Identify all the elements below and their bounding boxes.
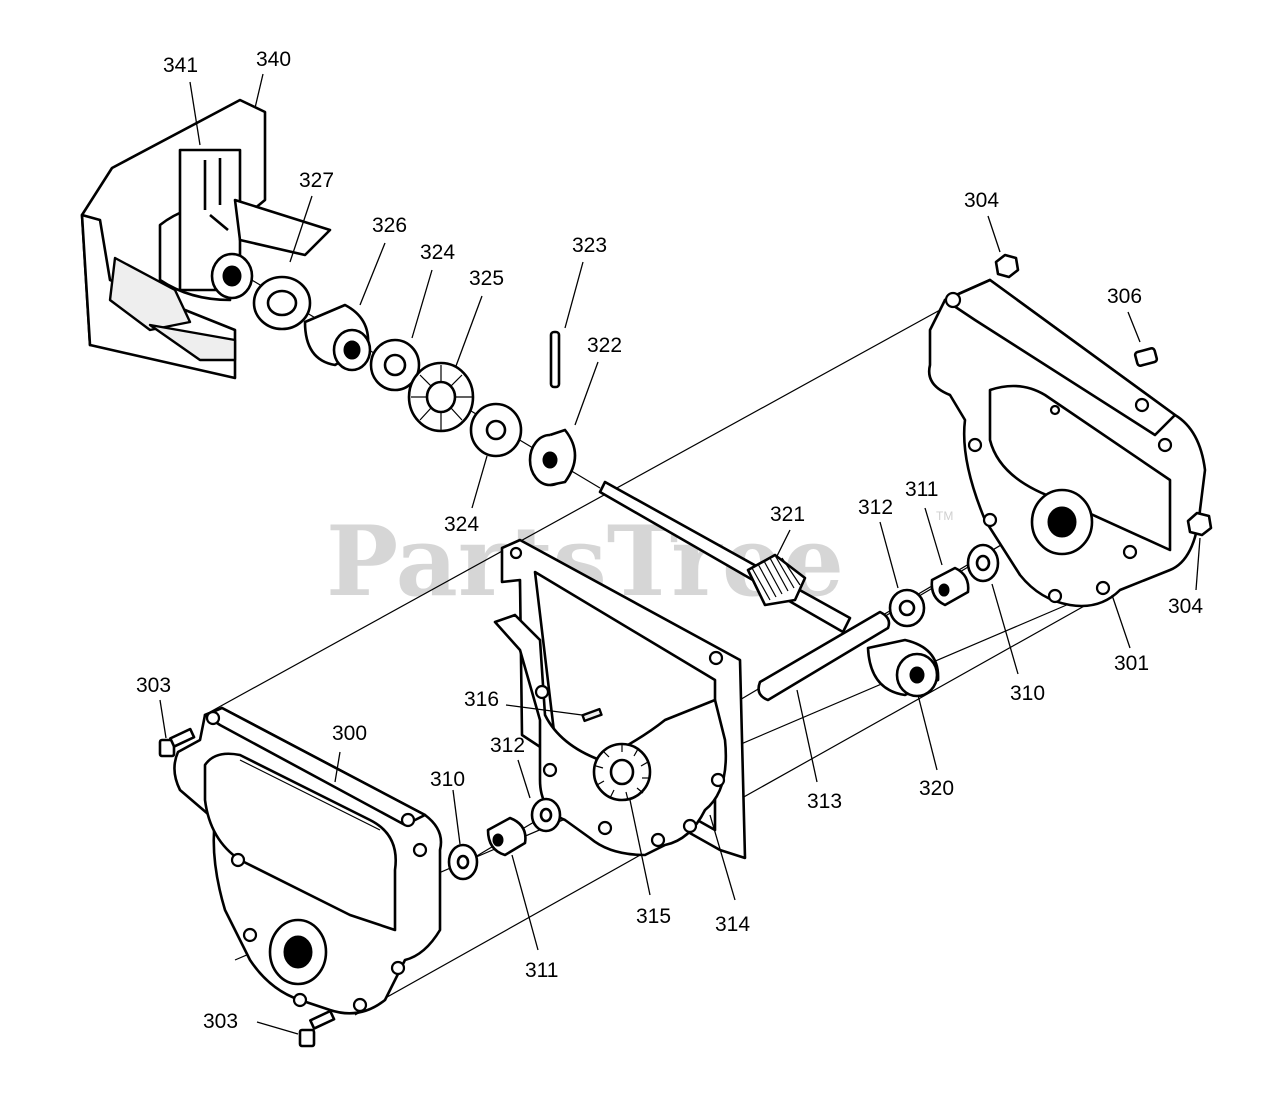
- leader-lines: [159, 73, 1201, 1035]
- callout-327: 327: [299, 169, 334, 192]
- key-316: [581, 707, 603, 723]
- callout-311-left: 311: [525, 959, 558, 982]
- bushing-311-right: [930, 566, 970, 607]
- gear-case-300: [173, 706, 443, 1015]
- bushing-320: [866, 638, 940, 698]
- callout-306: 306: [1107, 285, 1142, 308]
- callout-320: 320: [919, 777, 954, 800]
- callout-312-right: 312: [858, 496, 893, 519]
- callout-325: 325: [469, 267, 504, 290]
- washer-312-right: [888, 588, 926, 628]
- callout-311-right: 311: [905, 478, 938, 501]
- callout-310-right: 310: [1010, 682, 1045, 705]
- bushing-311-left: [486, 816, 527, 857]
- callout-321: 321: [770, 503, 805, 526]
- callout-314: 314: [715, 913, 750, 936]
- callout-303-lower: 303: [203, 1010, 238, 1033]
- callout-340: 340: [256, 48, 291, 71]
- thrust-bearing-325: [407, 361, 475, 433]
- nut-304-upper: [994, 253, 1020, 279]
- watermark-trademark: TM: [936, 509, 953, 523]
- washer-324-upper: [369, 338, 421, 392]
- washer-310-left: [447, 843, 479, 881]
- collar-322: [528, 428, 577, 487]
- callout-310-left: 310: [430, 768, 465, 791]
- roll-pin-323: [549, 330, 561, 389]
- callout-labels: 341 340 327 326 324 325 323 322 324 304 …: [136, 48, 1203, 1033]
- worm-shaft-321: [598, 480, 852, 634]
- gear-315: [592, 742, 652, 802]
- callout-303-upper: 303: [136, 674, 171, 697]
- washer-312-left: [530, 797, 562, 833]
- washer-310-right: [966, 543, 1000, 583]
- fitting-306: [1133, 347, 1159, 367]
- callout-313: 313: [807, 790, 842, 813]
- screw-303-lower: [298, 1009, 336, 1048]
- callout-324-upper: 324: [420, 241, 455, 264]
- callout-324-lower: 324: [444, 513, 479, 536]
- screw-303-upper: [158, 727, 196, 758]
- callout-323: 323: [572, 234, 607, 257]
- gear-case-301: [927, 278, 1207, 608]
- shaft-313: [757, 610, 891, 702]
- callout-301: 301: [1114, 652, 1149, 675]
- callout-300: 300: [332, 722, 367, 745]
- callout-316: 316: [464, 688, 499, 711]
- callout-341: 341: [163, 54, 198, 77]
- callout-315: 315: [636, 905, 671, 928]
- chute-bracket-340: [80, 98, 332, 380]
- callout-326: 326: [372, 214, 407, 237]
- washer-326a: [252, 275, 312, 331]
- callout-322: 322: [587, 334, 622, 357]
- callout-312-left: 312: [490, 734, 525, 757]
- callout-304-lower: 304: [1168, 595, 1203, 618]
- nut-304-lower: [1186, 511, 1213, 537]
- washer-324-lower: [469, 402, 523, 458]
- bushing-326: [303, 303, 372, 372]
- callout-304-upper: 304: [964, 189, 999, 212]
